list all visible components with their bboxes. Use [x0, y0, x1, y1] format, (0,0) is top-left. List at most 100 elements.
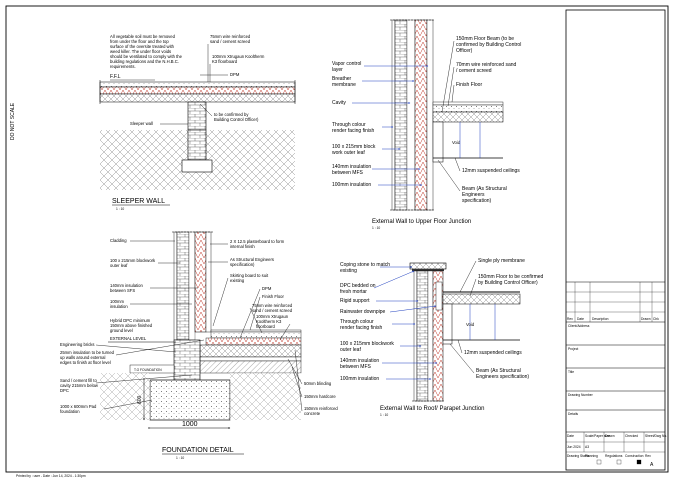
tb-rev-value: A [650, 462, 654, 468]
leader-line [447, 66, 455, 107]
fdn-turned-label: edges to finish at floor level [60, 360, 111, 365]
tb-title-label: Title [568, 370, 574, 374]
leader-arrow [389, 305, 437, 313]
upper-scale: 1 : 10 [372, 226, 380, 230]
fdn-insulation [194, 231, 207, 333]
foundation-detail: T.O FOUNDATION 1000 600 Cladding 100 x 2… [60, 231, 338, 460]
leader-line [249, 296, 261, 331]
roof-downpipe-label: Rainwater downpipe [340, 309, 386, 315]
leader-arrow [373, 270, 415, 289]
leader-line [449, 343, 475, 374]
fdn-finish-floor [210, 329, 302, 333]
upper-vapor-label: layer [332, 67, 343, 73]
upper-beam-web [432, 121, 444, 163]
roof-coping-label: existing [340, 268, 357, 274]
upper-vapor-label: Vapor control [332, 61, 361, 67]
fdn-plasterboard-label: internal finish [230, 244, 255, 249]
roof-insul140-label: 140mm insulation [340, 358, 379, 364]
fdn-strip-label: T.O FOUNDATION [134, 368, 162, 372]
upper-title: External Wall to Upper Floor Junction [372, 219, 471, 225]
roof-beam-label: Engineers specification) [476, 374, 529, 380]
upper-beam-spec-label: specification) [462, 198, 492, 204]
fdn-block-label: 100 x 215mm blockwork [110, 258, 156, 263]
fdn-scale: 1 : 10 [176, 456, 184, 460]
fdn-hardcore-label: 150mm hardcore [304, 394, 336, 399]
tb-cell: Jun 2024 [567, 445, 581, 449]
fdn-concrete-label: 150mm reinforced [304, 406, 338, 411]
fdn-inner-leaf [205, 231, 212, 333]
roof-cavity [427, 270, 434, 402]
roof-dpc-label: fresh mortar [340, 289, 367, 295]
tb-rev-header: Rev [567, 317, 573, 321]
tb-details-label: Details [568, 412, 578, 416]
tb-rev-header: Chk [653, 317, 659, 321]
sleeper-note-line: surface of the oversite treated with [110, 44, 175, 49]
fdn-strip [129, 364, 175, 374]
roof-beam-label: Beam (As Structural [476, 368, 521, 374]
sleeper-screed [99, 81, 296, 88]
sleeper-confirm-label: Building Control Officer) [214, 117, 259, 122]
leader-line [441, 40, 455, 113]
roof-scale: 1 : 10 [380, 413, 388, 417]
tb-cell: Sheet/Dwg No. [645, 434, 667, 438]
sheet-border [5, 5, 669, 473]
tb-rev-header: Drawn [641, 317, 651, 321]
fdn-block-label: outer leaf [110, 263, 128, 268]
tb-rev-header: Date [577, 317, 584, 321]
sleeper-insulation-label: 100mm Xtrugaun Kooltherm [212, 54, 265, 59]
fdn-skirting-label: existing [230, 278, 245, 283]
sleeper-wall-body-front [187, 129, 207, 161]
fdn-kooltherm-label: Kooltherm K3 [256, 319, 282, 324]
leader-line [294, 349, 303, 412]
fdn-ext-level: EXTERNAL LEVEL [110, 336, 147, 341]
fdn-eng-bricks [173, 339, 201, 381]
sleeper-title: SLEEPER WALL [112, 198, 165, 205]
tb-cell: Scale/Paper size [585, 434, 610, 438]
fdn-turned-label: 25mm insulation to be turned [60, 350, 115, 355]
leader-line [239, 288, 261, 339]
fdn-ground-right [230, 373, 301, 420]
upper-breather-label: membrane [332, 82, 356, 88]
fdn-finish-label: Finish Floor [262, 294, 284, 299]
roof-insul140-label: between MFS [340, 364, 372, 370]
fdn-sand-label: cavity 215mm below [60, 383, 99, 388]
leader-line [95, 374, 193, 384]
footer-note: Printed by : user - Date : Jun 14, 2024 … [16, 474, 86, 478]
tb-status: Regulations [605, 454, 623, 458]
fdn-hybrid-label: Hybrid DPC minimum [110, 318, 151, 323]
upper-insul100-label: 100mm insulation [332, 182, 371, 188]
fdn-eng-label: Engineering bricks [60, 342, 94, 347]
fdn-kooltherm [205, 337, 302, 346]
dim-width: 1000 [182, 421, 198, 428]
roof-render-label: Through colour [340, 319, 374, 325]
upper-insulation [414, 19, 428, 211]
fdn-screed-label: sand / cement screed [252, 308, 293, 313]
upper-render-label: render facing finish [332, 128, 374, 134]
upper-cavity [406, 19, 416, 211]
upper-ceiling-label: 12mm suspended ceilings [462, 168, 520, 174]
upper-beam-spec-label: Beam (As Structural [462, 186, 507, 192]
sleeper-note-line: from under the floor and the top [110, 39, 169, 44]
tb-status: Drawing Status [567, 454, 590, 458]
sleeper-dpm-label: DPM [230, 72, 240, 77]
leader-line [287, 358, 303, 385]
roof-dpc-label: DPC bedded on [340, 283, 376, 289]
roof-ceiling-label: 12mm suspended ceilings [464, 350, 522, 356]
roof-membrane-label: Single ply membrane [478, 258, 525, 264]
fdn-pad-label: 1000 x 600mm Pad [60, 404, 97, 409]
leader-line [279, 323, 291, 341]
upper-beam-label: 150mm Floor Beam (to be [456, 36, 514, 42]
roof-dpc [412, 269, 444, 271]
sleeper-confirm-label: to be confirmed by [214, 112, 249, 117]
leader-line [469, 278, 477, 297]
tb-status: Construction [625, 454, 644, 458]
tb-status: Planning [585, 454, 598, 458]
sleeper-insulation [99, 86, 296, 95]
title-block-frame [565, 9, 666, 471]
roof-rigid-label: Rigid support [340, 298, 370, 304]
sleeper-note-line: All vegetable soil must be removed [110, 34, 176, 39]
fdn-slab [199, 344, 302, 358]
fdn-pad-label: foundation [60, 409, 80, 414]
